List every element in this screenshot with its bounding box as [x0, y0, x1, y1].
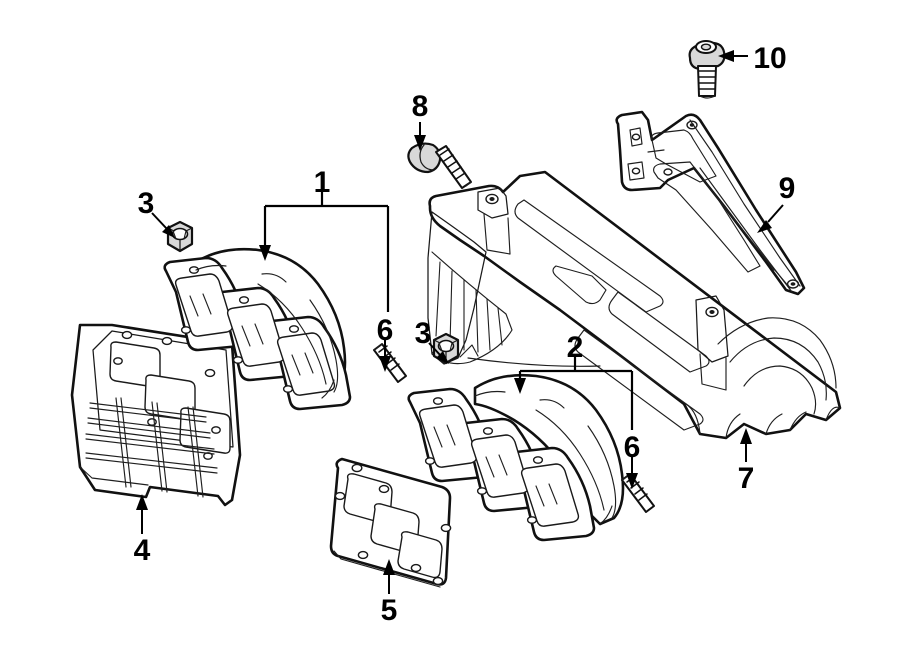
- callout-leader-8: [414, 122, 426, 151]
- part-exhaust-manifold-left[interactable]: [163, 247, 352, 411]
- callout-label-5: 5: [381, 594, 398, 627]
- part-support-bracket[interactable]: [615, 110, 806, 296]
- callout-label-9: 9: [779, 172, 796, 205]
- callout-leader-9: [757, 204, 784, 233]
- callout-leader-7: [740, 428, 752, 462]
- callout-leader-6b: [626, 457, 638, 489]
- callout-leader-2: [514, 357, 634, 430]
- callout-label-4: 4: [134, 534, 151, 567]
- part-shield-mounting-bolt[interactable]: [688, 40, 726, 99]
- part-flange-nut-upper[interactable]: [166, 220, 194, 253]
- callout-leader-6a: [379, 340, 391, 372]
- callout-label-3a: 3: [138, 187, 155, 220]
- callout-label-3b: 3: [415, 317, 432, 350]
- part-hex-flange-bolt[interactable]: [407, 142, 472, 189]
- part-manifold-gasket[interactable]: [329, 457, 452, 588]
- callout-leader-3a: [151, 212, 175, 238]
- callout-label-8: 8: [412, 90, 429, 123]
- part-exhaust-manifold-right[interactable]: [407, 373, 625, 542]
- callout-leader-10: [718, 50, 748, 62]
- part-heat-shield-gasket-plate[interactable]: [70, 323, 242, 507]
- callout-label-2: 2: [567, 331, 584, 364]
- callout-label-10: 10: [753, 42, 786, 75]
- callout-label-7: 7: [738, 462, 755, 495]
- callout-leader-5: [383, 559, 395, 594]
- callout-leader-1: [259, 192, 390, 312]
- callout-label-1: 1: [314, 166, 331, 199]
- callout-leader-3b: [428, 342, 449, 364]
- callout-label-6a: 6: [377, 314, 394, 347]
- callout-leader-4: [136, 494, 148, 534]
- callout-label-6b: 6: [624, 431, 641, 464]
